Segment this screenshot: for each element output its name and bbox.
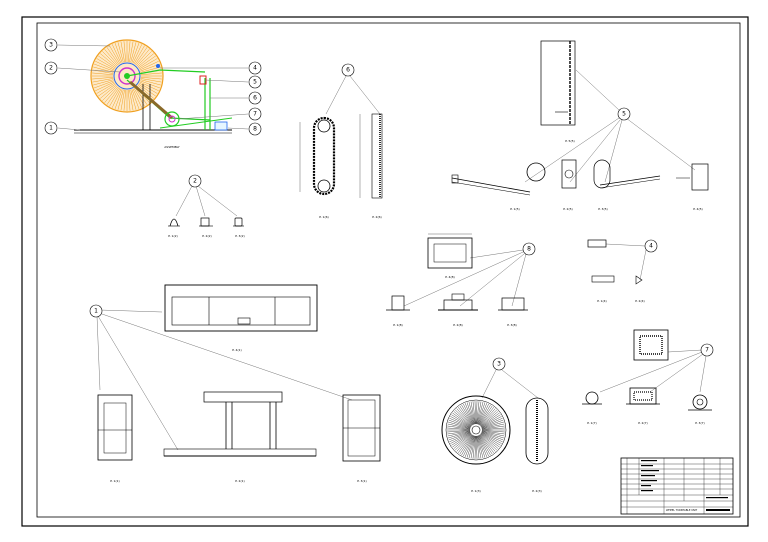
part-1-plan-caption: P. 4(1): [232, 348, 241, 352]
part-1-views: 1 P. 4(1) P. 1(1) P. 2(1) P. 3(1): [89, 284, 381, 483]
assembly-caption: ASSEMBLY: [164, 145, 180, 149]
callout-6-balloon: 6: [341, 63, 355, 77]
part-6-views: 6 P. 1(6) P. 2(6): [299, 63, 383, 219]
callout-number: 6: [253, 95, 257, 102]
drawing-title: WHEEL TURNTABLE UNIT: [666, 508, 698, 512]
part-3-view-b-caption: P. 2(3): [532, 489, 541, 493]
part-8-view-b-caption: P. 2(8): [453, 323, 462, 327]
part-8-view-a-caption: P. 1(8): [393, 323, 402, 327]
callout-number: 8: [527, 246, 531, 253]
callout-number: 5: [253, 79, 257, 86]
part-5-view-a-caption: P. 1(5): [510, 207, 519, 211]
assembly-view: 3 2 1 4 5 6 7 8 ASSEMBLY: [44, 38, 262, 149]
callout-7-balloon: 7: [248, 107, 262, 121]
callout-1-balloon: 1: [89, 304, 103, 318]
part-7-view-c-caption: P. 3(7): [695, 421, 704, 425]
part-6-view-a-caption: P. 1(6): [319, 215, 328, 219]
part-3-views: 3 P. 1(3) P. 2(3): [441, 357, 549, 493]
part-2-views: 2 P. 1(2) P. 2(2) P. 3(2): [168, 174, 245, 238]
part-5-view-d-caption: P. 4(5): [693, 207, 702, 211]
callout-number: 2: [49, 65, 53, 72]
part-3-view-a-caption: P. 1(3): [471, 489, 480, 493]
callout-3-balloon: 3: [492, 357, 506, 371]
part-2-view-a-caption: P. 1(2): [168, 234, 177, 238]
part-1-view-b-caption: P. 2(1): [235, 479, 244, 483]
part-6-view-b-caption: P. 2(6): [372, 215, 381, 219]
sheet-outer-frame: [21, 16, 749, 527]
callout-6-balloon: 6: [248, 91, 262, 105]
part-7-views: 7 P. 1(7) P. 2(7) P. 3(7): [582, 329, 714, 425]
callout-number: 3: [49, 42, 53, 49]
callout-number: 2: [193, 178, 197, 185]
part-7-view-b-caption: P. 2(7): [638, 421, 647, 425]
callout-1-balloon: 1: [44, 121, 58, 135]
part-5-view-b-caption: P. 2(5): [563, 207, 572, 211]
callout-2-balloon: 2: [188, 174, 202, 188]
part-7-view-a-caption: P. 1(7): [587, 421, 596, 425]
part-8-view-top-caption: P. 4(8): [445, 275, 454, 279]
part-5-views: 5 P. 5(5) P. 1(5) P. 2(5) P. 3(5) P. 4(5…: [451, 40, 709, 211]
part-3-wheel-face: [441, 395, 511, 465]
callout-number: 8: [253, 126, 257, 133]
callout-number: 1: [49, 125, 53, 132]
part-5-view-c-caption: P. 3(5): [598, 207, 607, 211]
callout-number: 3: [497, 361, 501, 368]
callout-2-balloon: 2: [44, 61, 58, 75]
part-2-view-c-caption: P. 3(2): [235, 234, 244, 238]
part-5-view-top-caption: P. 5(5): [565, 139, 574, 143]
callout-number: 4: [649, 243, 653, 250]
callout-8-balloon: 8: [522, 242, 536, 256]
callout-4-balloon: 4: [248, 61, 262, 75]
part-2-view-b-caption: P. 2(2): [202, 234, 211, 238]
part-4-view-a-caption: P. 1(4): [597, 299, 606, 303]
callout-number: 6: [346, 67, 350, 74]
callout-number: 5: [622, 111, 626, 118]
callout-number: 7: [705, 347, 709, 354]
part-4-view-b-caption: P. 2(4): [635, 299, 644, 303]
callout-3-balloon: 3: [44, 38, 58, 52]
callout-number: 1: [94, 308, 98, 315]
part-1-view-c-caption: P. 3(1): [357, 479, 366, 483]
part-8-view-c-caption: P. 3(8): [507, 323, 516, 327]
callout-8-balloon: 8: [248, 122, 262, 136]
callout-4-balloon: 4: [644, 239, 658, 253]
callout-5-balloon: 5: [617, 107, 631, 121]
callout-number: 4: [253, 65, 257, 72]
part-1-view-a-caption: P. 1(1): [110, 479, 119, 483]
callout-7-balloon: 7: [700, 343, 714, 357]
callout-5-balloon: 5: [248, 75, 262, 89]
callout-number: 7: [253, 111, 257, 118]
part-4-views: 4 P. 1(4) P. 2(4): [587, 239, 658, 303]
part-8-views: 8 P. 4(8) P. 1(8) P. 2(8) P. 3(8): [386, 233, 536, 327]
sheet-inner-frame: [36, 22, 741, 518]
title-block: WHEEL TURNTABLE UNIT: [620, 457, 734, 515]
